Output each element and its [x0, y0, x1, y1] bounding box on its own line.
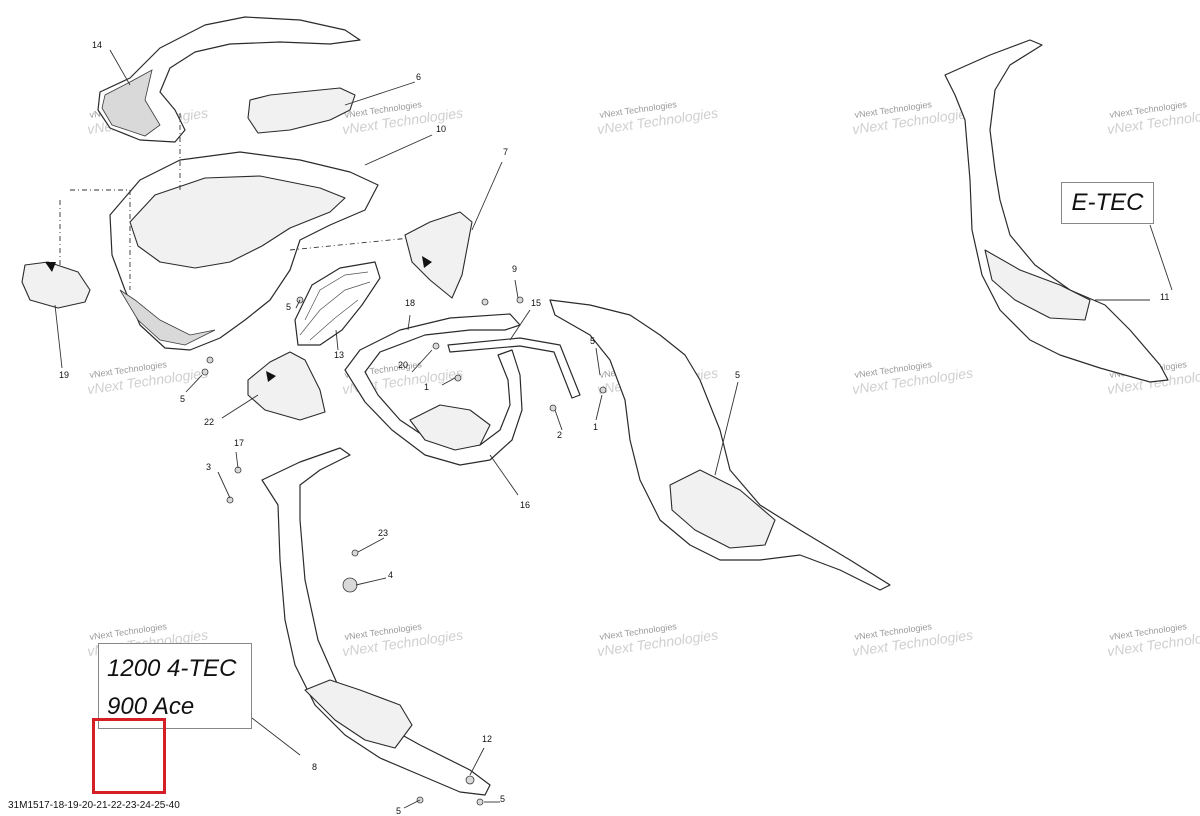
callout-14: 14 — [92, 40, 102, 50]
callout-6: 6 — [416, 72, 421, 82]
callout-9: 9 — [512, 264, 517, 274]
part-22-panel — [221, 351, 326, 421]
part-15-tube — [447, 309, 581, 399]
engine-label-line1: 1200 4-TEC — [107, 655, 237, 682]
callout-1: 1 — [593, 422, 598, 432]
callout-11: 11 — [1160, 292, 1169, 302]
callout-1: 1 — [424, 382, 429, 392]
callout-18: 18 — [405, 298, 415, 308]
part-6-panel — [247, 81, 416, 134]
part-13-grille — [294, 261, 381, 351]
callout-19: 19 — [59, 370, 69, 380]
part-10-console — [59, 110, 441, 351]
callout-4: 4 — [388, 570, 393, 580]
callout-13: 13 — [334, 350, 344, 360]
part-19-side-panel — [21, 261, 91, 369]
part-7-panel — [404, 161, 503, 299]
callout-7: 7 — [503, 147, 508, 157]
callout-5: 5 — [396, 806, 401, 816]
callout-22: 22 — [204, 417, 214, 427]
engine-label-box: 1200 4-TEC 900 Ace — [98, 643, 252, 729]
callout-3: 3 — [206, 462, 211, 472]
callout-5: 5 — [735, 370, 740, 380]
callout-2: 2 — [557, 430, 562, 440]
highlight-box — [92, 718, 166, 794]
callout-12: 12 — [482, 734, 492, 744]
callout-20: 20 — [398, 360, 408, 370]
part-14-front-cover — [97, 16, 361, 143]
fasteners — [185, 279, 607, 809]
part-12-side-panel — [251, 447, 491, 796]
etec-label: E-TEC — [1071, 189, 1144, 216]
callout-5: 5 — [180, 394, 185, 404]
callout-5: 5 — [500, 794, 505, 804]
reference-code: 31M1517-18-19-20-21-22-23-24-25-40 — [8, 800, 180, 811]
callout-5: 5 — [590, 336, 595, 346]
callout-23: 23 — [378, 528, 388, 538]
part-16-side-panel — [944, 39, 1173, 383]
callout-15: 15 — [531, 298, 541, 308]
callout-5: 5 — [286, 302, 291, 312]
engine-label-line2: 900 Ace — [107, 693, 195, 720]
part-18-frame — [344, 313, 523, 496]
part-11-side-panel — [549, 299, 891, 591]
callout-17: 17 — [234, 438, 244, 448]
etec-label-box: E-TEC — [1061, 182, 1154, 224]
callout-8: 8 — [312, 762, 317, 772]
callout-10: 10 — [436, 124, 446, 134]
callout-16: 16 — [520, 500, 530, 510]
